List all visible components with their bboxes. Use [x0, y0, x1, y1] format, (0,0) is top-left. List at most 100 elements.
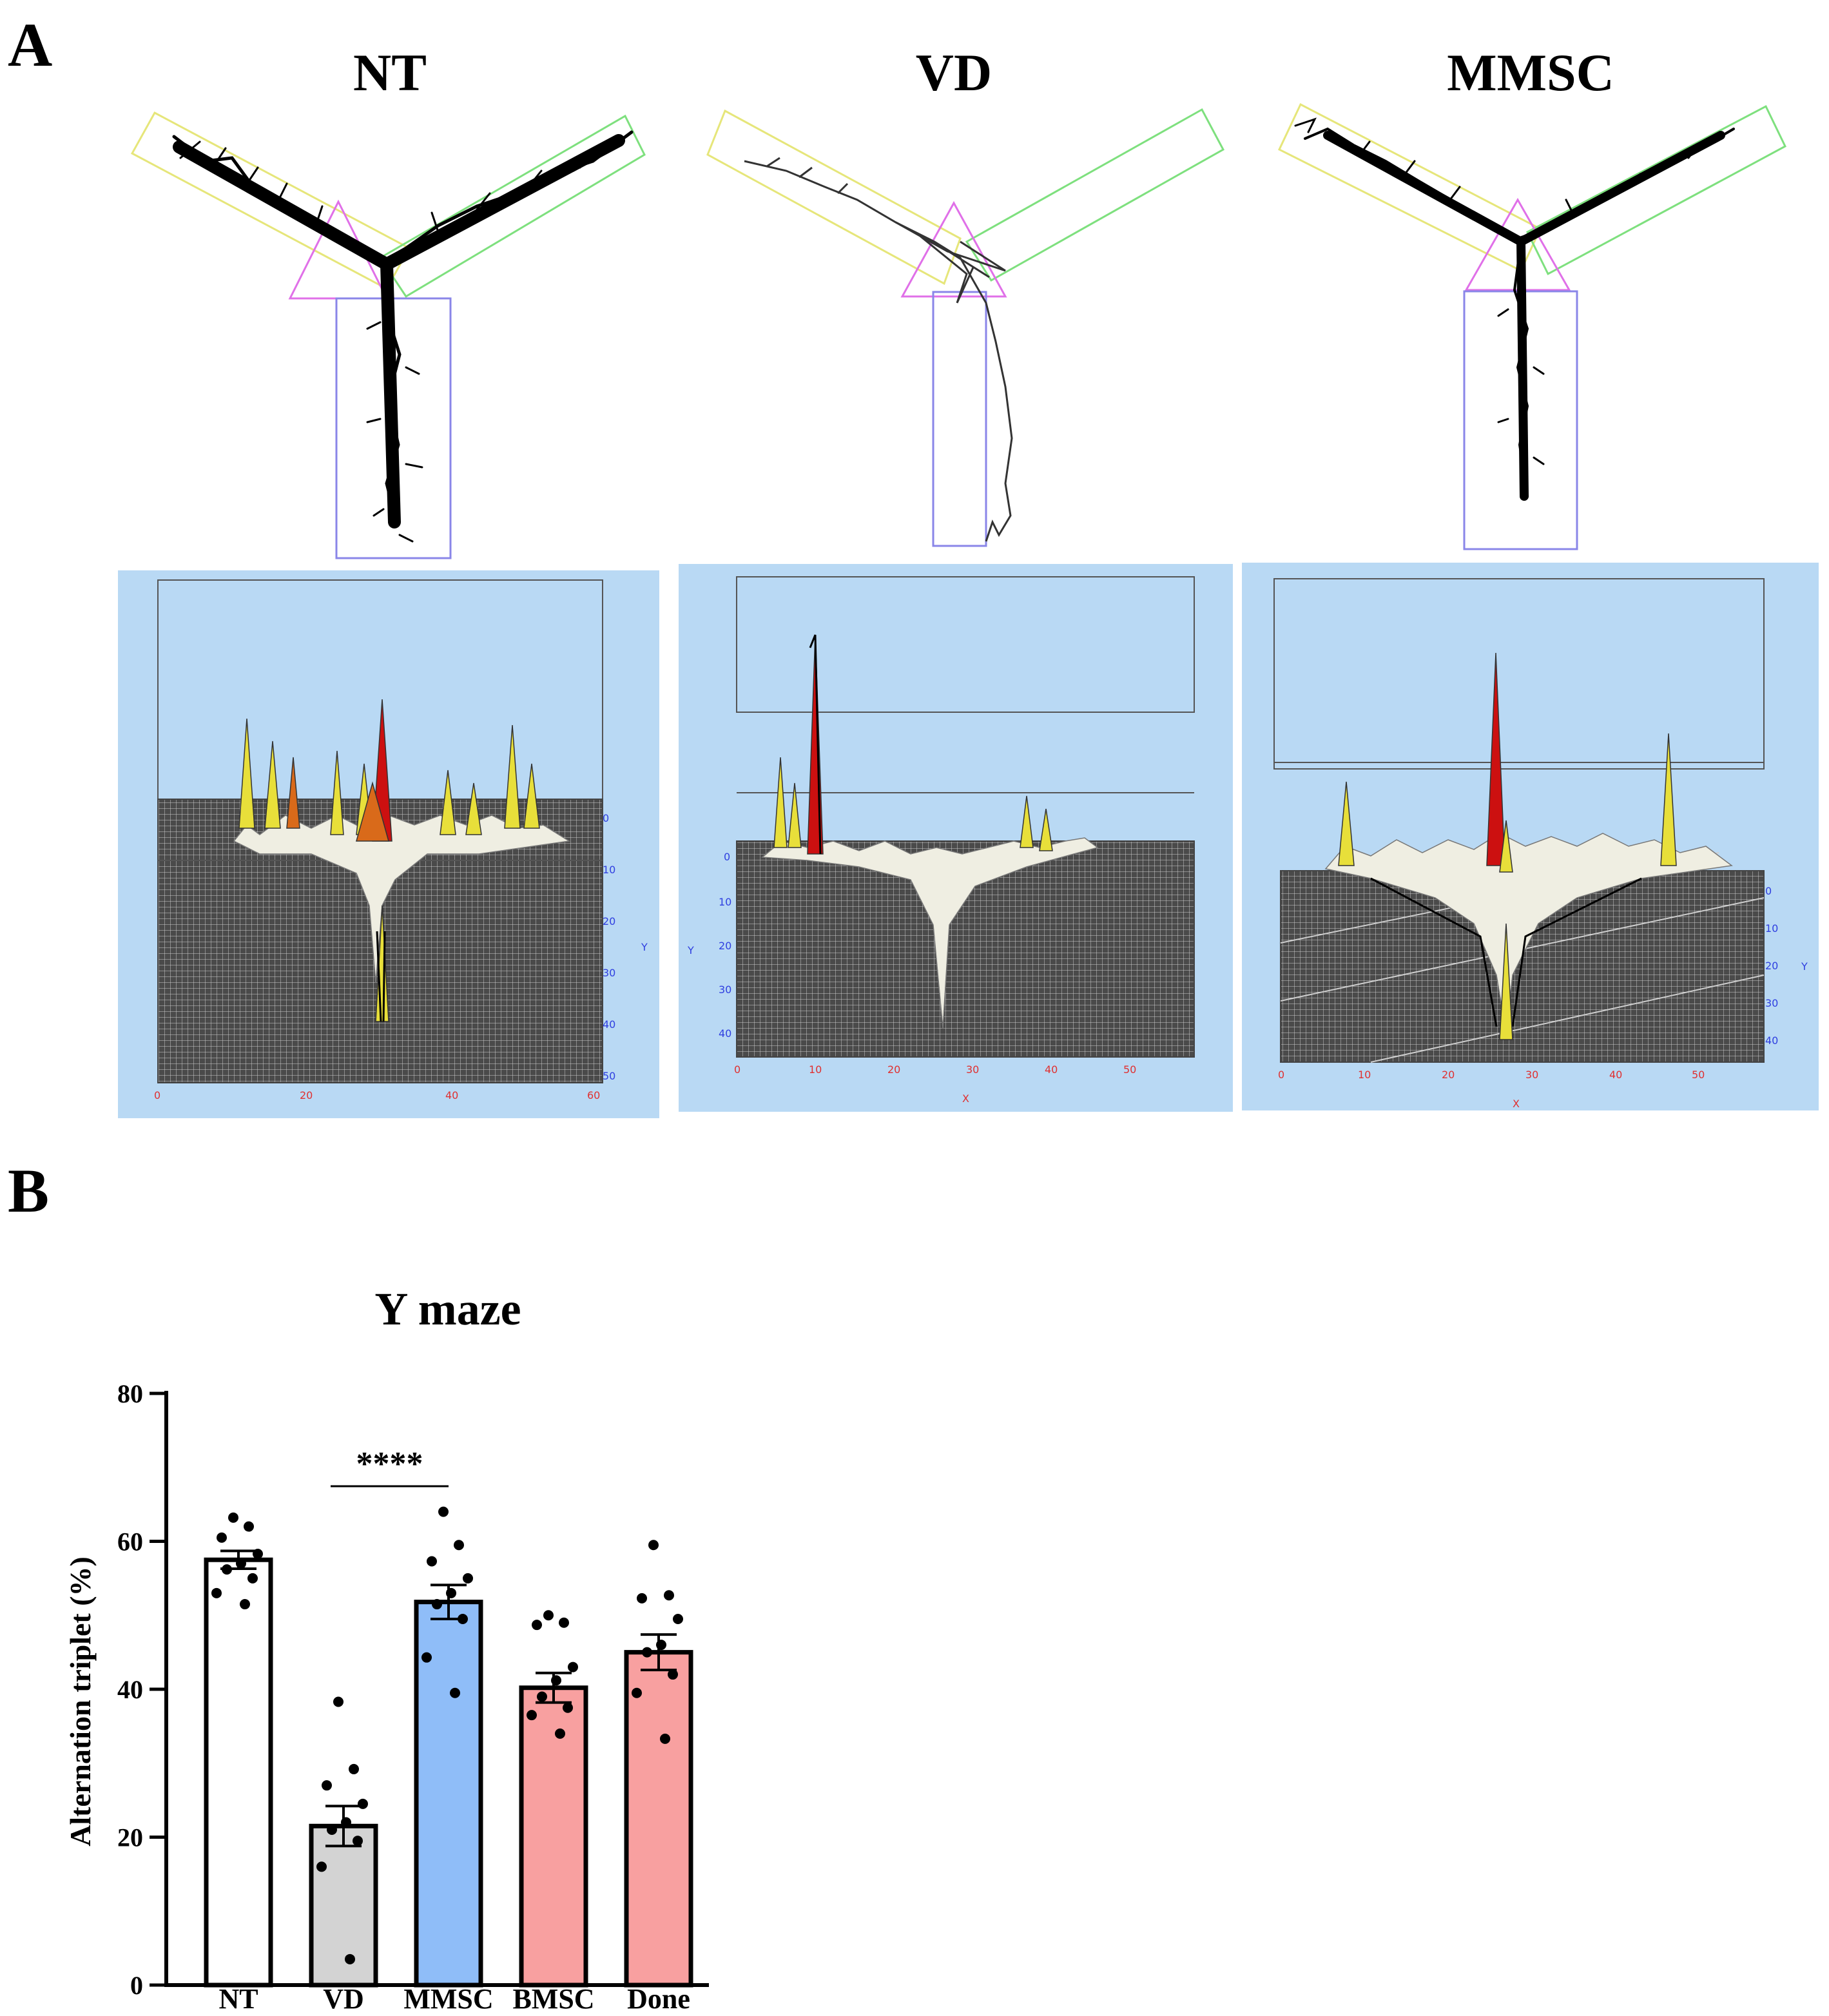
heatmap-nt-ytick: 0 [603, 812, 609, 824]
heatmap-vd-ytick: 30 [719, 984, 731, 996]
heatmap-mmsc-plot: 0 10 20 30 40 50 X 0 10 20 30 40 Y [1273, 578, 1808, 1110]
maze-trajectory-mmsc [1278, 102, 1786, 550]
data-point [463, 1573, 473, 1584]
heatmap-mmsc: 0 10 20 30 40 50 X 0 10 20 30 40 Y [1242, 563, 1819, 1110]
data-point [673, 1613, 683, 1624]
data-point [668, 1669, 678, 1680]
significance-label: **** [356, 1446, 423, 1482]
bar-vd [309, 1823, 378, 1988]
heatmap-nt-plot: 0 20 40 60 0 10 20 30 40 50 Y [154, 579, 648, 1101]
heatmap-nt-ytick: 40 [603, 1018, 615, 1031]
heatmap-nt-ytick: 10 [603, 864, 615, 876]
data-point [527, 1710, 537, 1721]
data-point [341, 1817, 351, 1828]
heatmap-mmsc-ytick: 30 [1765, 997, 1778, 1009]
group-title-mmsc: MMSC [1447, 43, 1614, 102]
y-tick-label: 60 [117, 1527, 143, 1556]
heatmap-vd-xtick: 10 [809, 1063, 822, 1076]
heatmap-nt-xtick: 20 [300, 1089, 313, 1101]
y-tick-label: 40 [117, 1675, 143, 1704]
bar-nt [204, 1557, 273, 1988]
data-point [353, 1836, 363, 1846]
data-point [247, 1573, 258, 1584]
data-point [648, 1540, 659, 1551]
chart-title: Y maze [374, 1283, 521, 1335]
group-title-nt: NT [353, 43, 427, 102]
heatmap-mmsc-ylabel: Y [1801, 960, 1808, 973]
data-point [551, 1675, 561, 1686]
panel-b-label: B [8, 1156, 50, 1225]
heatmap-vd-xtick: 40 [1045, 1063, 1058, 1076]
heatmap-mmsc-ytick: 20 [1765, 960, 1778, 972]
data-point [432, 1599, 442, 1610]
heatmap-nt-xtick: 60 [587, 1089, 600, 1101]
heatmap-mmsc-ytick: 0 [1765, 885, 1772, 897]
heatmap-mmsc-xtick: 50 [1692, 1069, 1705, 1081]
y-tick-label: 80 [117, 1379, 143, 1408]
maze-trajectory-vd [706, 108, 1225, 547]
heatmap-vd-ytick: 10 [719, 896, 731, 908]
data-point [563, 1702, 573, 1713]
heatmap-vd-ytick: 0 [724, 851, 730, 863]
heatmap-nt-ytick: 20 [603, 915, 615, 927]
data-point [632, 1687, 642, 1698]
data-point [349, 1763, 359, 1774]
heatmap-mmsc-xtick: 40 [1609, 1069, 1622, 1081]
data-point [222, 1564, 232, 1575]
category-label: MMSC [403, 1983, 493, 2015]
y-tick-label: 0 [130, 1971, 143, 2000]
heatmap-vd-ytick: 40 [719, 1027, 731, 1040]
bar-done [624, 1650, 693, 1988]
data-point [568, 1662, 578, 1672]
data-point [316, 1861, 327, 1872]
data-point [458, 1613, 468, 1624]
data-point [446, 1587, 456, 1598]
data-point [438, 1506, 449, 1517]
heatmap-nt-ytick: 50 [603, 1070, 615, 1082]
data-point [228, 1512, 238, 1523]
heatmap-vd: 0 10 20 30 40 50 X 0 10 20 30 40 Y [679, 564, 1233, 1112]
data-point [637, 1593, 647, 1604]
data-point [236, 1558, 246, 1569]
heatmap-vd-ylabel: Y [687, 944, 694, 956]
data-point [559, 1617, 569, 1628]
heatmap-nt-ylabel: Y [641, 941, 648, 953]
data-point [333, 1696, 344, 1707]
data-point [427, 1556, 437, 1567]
bar-mmsc [414, 1600, 483, 1988]
data-point [211, 1587, 222, 1598]
data-point [642, 1647, 652, 1658]
data-point [537, 1691, 547, 1702]
heatmap-mmsc-xtick: 20 [1442, 1069, 1455, 1081]
group-title-vd: VD [915, 43, 992, 102]
data-point [450, 1687, 460, 1698]
data-point [543, 1610, 554, 1621]
heatmap-mmsc-xtick: 0 [1278, 1069, 1284, 1081]
panel-a-label: A [8, 10, 53, 79]
heatmap-vd-xtick: 30 [966, 1063, 979, 1076]
heatmap-nt-xtick: 0 [154, 1089, 160, 1101]
data-point [217, 1532, 227, 1543]
heatmap-vd-xlabel: X [962, 1092, 969, 1105]
heatmap-nt: 0 20 40 60 0 10 20 30 40 50 Y [118, 570, 659, 1118]
heatmap-vd-xtick: 50 [1123, 1063, 1136, 1076]
data-point [240, 1599, 250, 1610]
maze-trajectory-nt [130, 111, 646, 559]
data-point [327, 1825, 337, 1836]
data-point [664, 1590, 674, 1601]
data-point [244, 1521, 254, 1532]
category-label: VD [323, 1983, 364, 2015]
y-axis-label: Alternation triplet (%) [64, 1556, 97, 1846]
category-label: Done [627, 1983, 690, 2015]
heatmap-mmsc-ytick: 40 [1765, 1034, 1778, 1047]
heatmap-vd-plot: 0 10 20 30 40 50 X 0 10 20 30 40 Y [687, 576, 1195, 1105]
y-tick-label: 20 [117, 1823, 143, 1852]
data-point [454, 1540, 464, 1551]
heatmap-mmsc-xtick: 10 [1358, 1069, 1371, 1081]
data-point [253, 1549, 263, 1560]
data-point [660, 1733, 670, 1744]
data-point [532, 1620, 542, 1631]
heatmap-mmsc-xlabel: X [1513, 1098, 1520, 1110]
data-point [555, 1728, 565, 1739]
